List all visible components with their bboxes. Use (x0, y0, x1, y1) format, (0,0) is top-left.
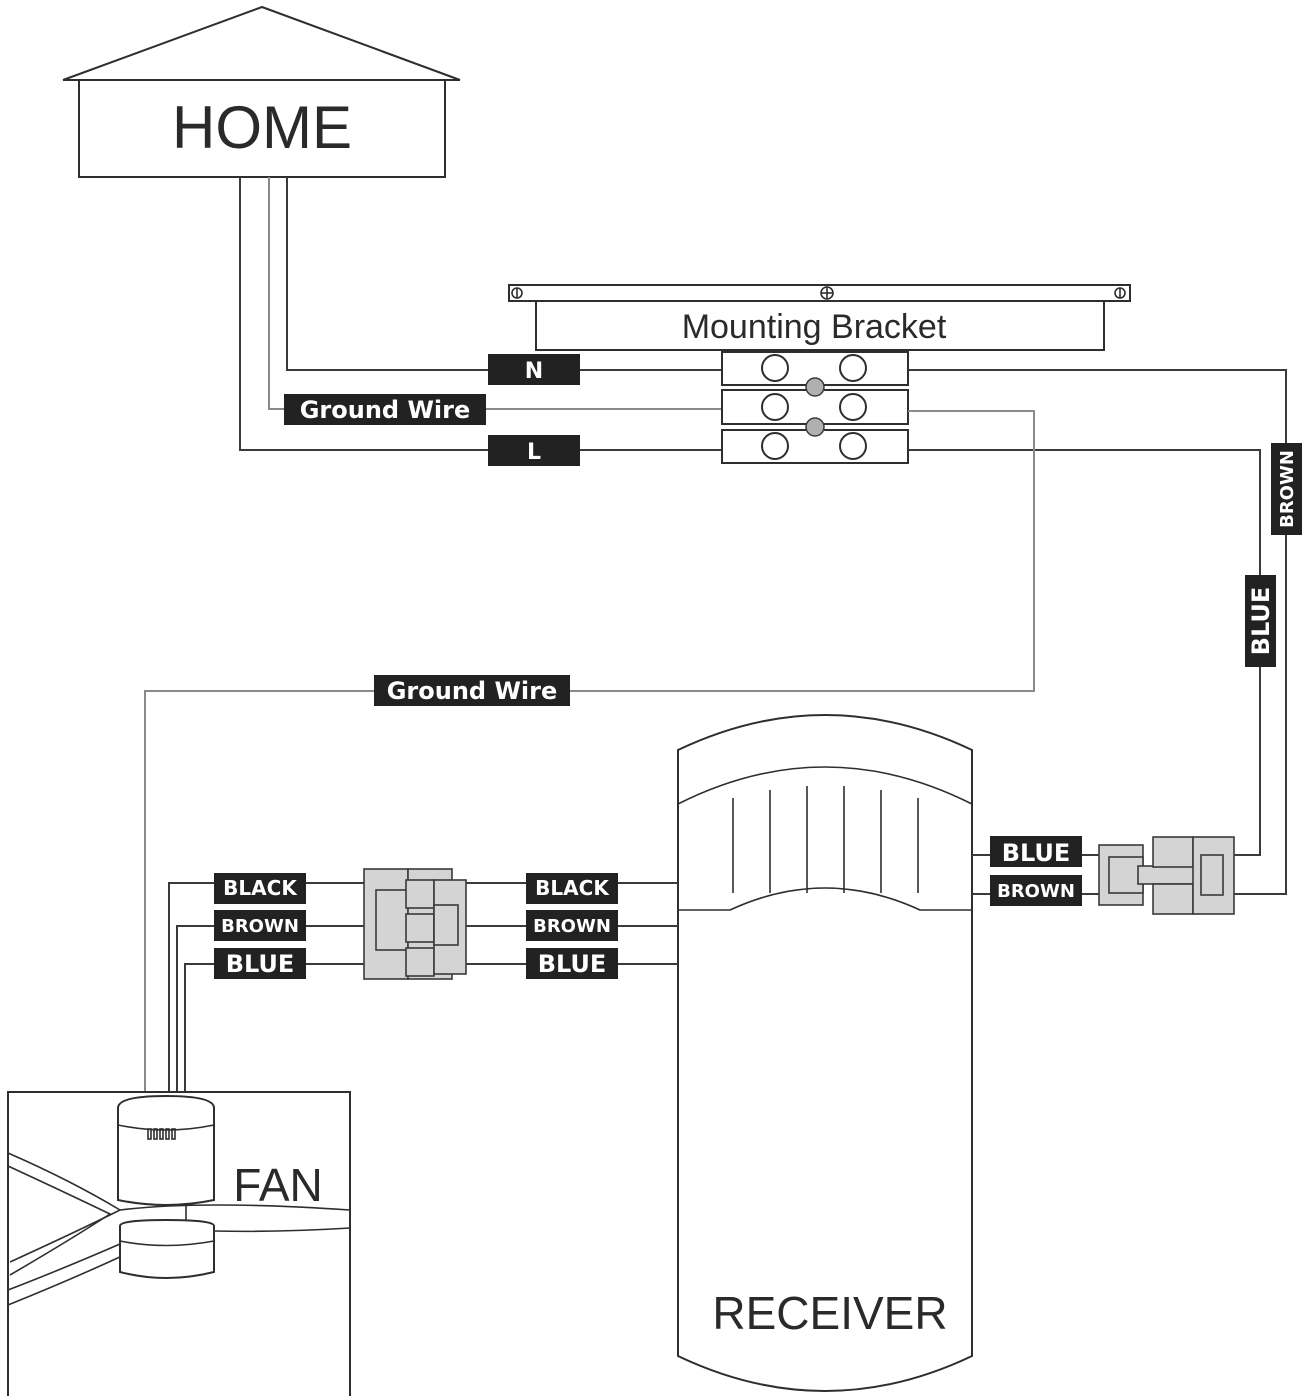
left-connector (363, 868, 467, 980)
tag-vertical-blue: BLUE (1245, 575, 1276, 667)
tag-fan-brown: BROWN (214, 910, 306, 941)
mounting-bracket: Mounting Bracket (508, 284, 1131, 351)
right-connector (1098, 836, 1235, 915)
home-box: HOME (62, 5, 461, 178)
tag-receiver-black: BLACK (526, 873, 618, 904)
tag-fan-blue: BLUE (214, 948, 306, 979)
terminal-screw-icon (805, 417, 825, 437)
receiver-label: RECEIVER (712, 1287, 947, 1339)
tag-receiver-blue: BLUE (526, 948, 618, 979)
terminal-block (721, 351, 909, 464)
tag-receiver-black-text: BLACK (535, 876, 610, 900)
receiver-vent-lines (732, 786, 919, 893)
tag-vertical-brown-text: BROWN (1277, 450, 1298, 528)
tag-ground-top: Ground Wire (284, 394, 486, 425)
tag-receiver-brown-text: BROWN (533, 916, 611, 937)
tag-neutral-text: N (525, 359, 543, 384)
receiver: RECEIVER (677, 714, 973, 1392)
bracket-label: Mounting Bracket (682, 308, 947, 346)
screw-icon (1114, 287, 1126, 299)
fan-blue-lead (184, 963, 364, 1092)
tag-receiver-blue-text: BLUE (538, 950, 607, 978)
tag-vertical-blue-text: BLUE (1247, 587, 1275, 656)
terminal-screw-icon (805, 377, 825, 397)
ceiling-fan-icon (7, 1094, 351, 1306)
tag-receiver-in-blue-text: BLUE (1002, 839, 1071, 867)
tag-fan-brown-text: BROWN (221, 916, 299, 937)
tag-ground-top-text: Ground Wire (300, 396, 471, 424)
tag-receiver-in-blue: BLUE (990, 836, 1082, 867)
screw-icon (511, 287, 523, 299)
tag-live-text: L (527, 440, 541, 465)
brown-wire-right (908, 369, 1287, 895)
fan-vent-icon (147, 1128, 176, 1140)
tag-live: L (488, 435, 580, 466)
ground-wire-fan (144, 410, 1035, 1092)
tag-neutral: N (488, 354, 580, 385)
tag-fan-black-text: BLACK (223, 876, 298, 900)
tag-receiver-in-brown-text: BROWN (997, 881, 1075, 902)
tag-vertical-brown: BROWN (1271, 443, 1302, 535)
tag-fan-blue-text: BLUE (226, 950, 295, 978)
fan-label: FAN (233, 1159, 322, 1211)
screw-icon (820, 286, 834, 300)
tag-ground-bottom: Ground Wire (374, 675, 570, 706)
fan-box: FAN (7, 1091, 351, 1396)
home-label: HOME (172, 94, 352, 161)
tag-receiver-in-brown: BROWN (990, 875, 1082, 906)
tag-ground-bottom-text: Ground Wire (387, 677, 558, 705)
tag-receiver-brown: BROWN (526, 910, 618, 941)
ground-wire-home (268, 177, 722, 410)
tag-fan-black: BLACK (214, 873, 306, 904)
